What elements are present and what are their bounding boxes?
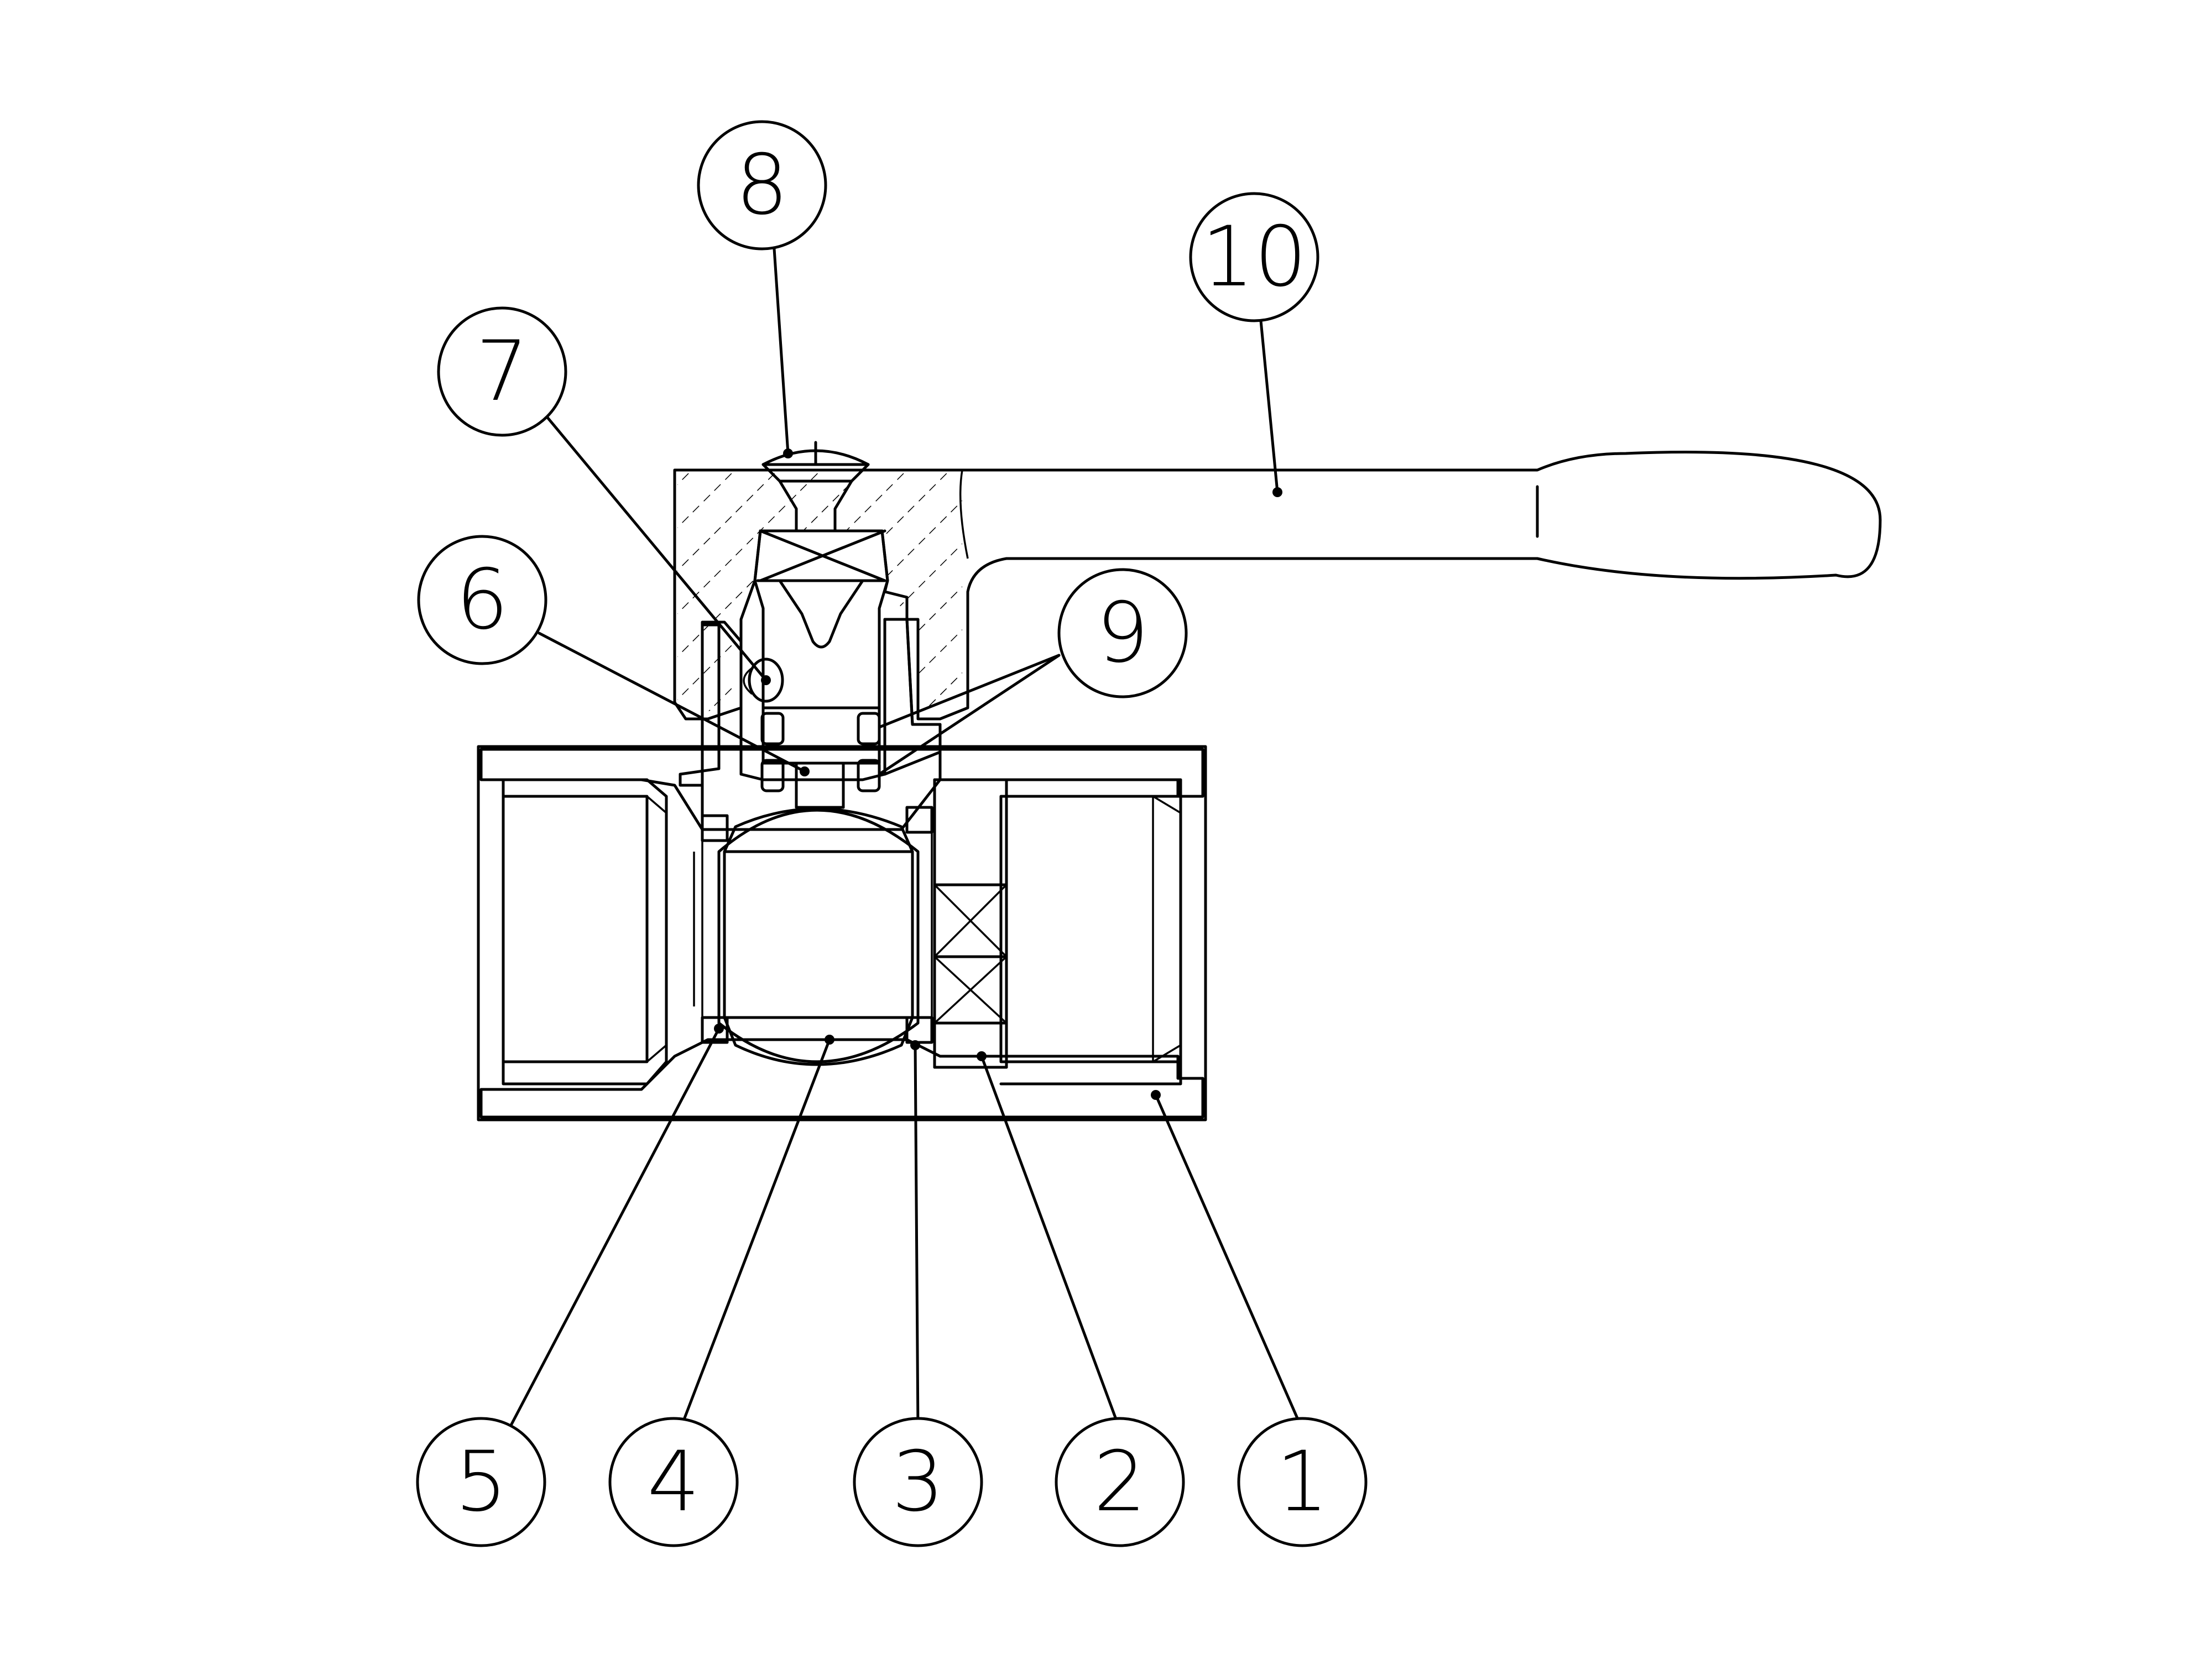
svg-text:5: 5 [455,1434,507,1530]
seat-rings [693,806,933,1044]
callout-1: 1 [1237,1417,1368,1547]
callout-9: 9 [1057,568,1188,698]
svg-text:4: 4 [647,1434,700,1530]
svg-text:3: 3 [891,1434,944,1530]
callout-3: 3 [853,1417,983,1547]
o-rings [760,712,881,792]
callout-6: 6 [417,535,547,665]
svg-text:10: 10 [1202,209,1307,305]
leader-lines [507,247,1304,1431]
end-connector [933,778,1008,1069]
svg-text:2: 2 [1093,1434,1146,1530]
svg-text:7: 7 [476,324,528,420]
ball [717,807,920,1066]
callout-8: 8 [697,120,827,251]
callout-2: 2 [1055,1417,1185,1547]
callout-4: 4 [608,1417,739,1547]
callout-7: 7 [437,306,567,437]
handle [673,451,1882,721]
callout-10: 10 [1189,192,1319,322]
pin [743,658,784,703]
callout-5: 5 [416,1417,546,1547]
svg-text:9: 9 [1096,585,1149,681]
svg-text:6: 6 [456,552,508,648]
svg-text:1: 1 [1276,1434,1328,1530]
svg-text:8: 8 [735,137,788,233]
stem [753,529,889,809]
valve-body [477,745,1207,1121]
